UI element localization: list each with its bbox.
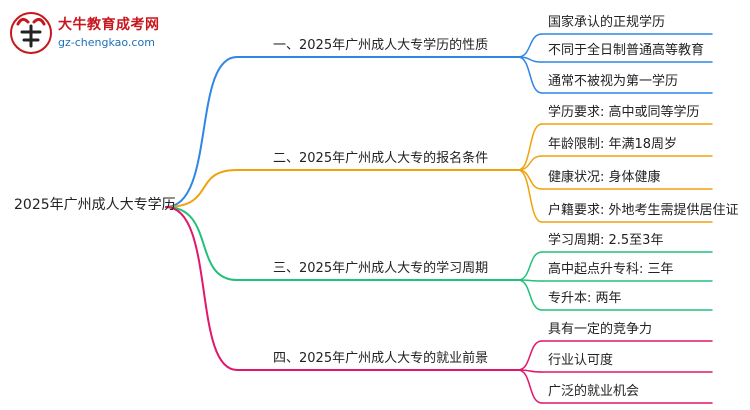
branch-link [165, 206, 238, 371]
child-link [517, 169, 543, 190]
leaf-node: 高中起点升专科: 三年 [548, 262, 674, 277]
site-logo: 大牛教育成考网 gz-chengkao.com [8, 10, 160, 56]
logo-ox-icon [10, 12, 52, 54]
leaf-node: 年龄限制: 年满18周岁 [548, 137, 678, 152]
child-link [517, 340, 543, 371]
child-link [517, 33, 543, 58]
leaf-node: 学习周期: 2.5至3年 [548, 233, 664, 248]
leaf-node: 不同于全日制普通高等教育 [548, 43, 705, 58]
leaf-node: 户籍要求: 外地考生需提供居住证 [548, 203, 739, 218]
child-link [517, 123, 543, 171]
logo-url: gz-chengkao.com [58, 36, 155, 49]
branch-link [165, 169, 238, 208]
child-link [517, 56, 543, 94]
branch-link [165, 206, 238, 281]
leaf-node: 健康状况: 身体健康 [548, 170, 661, 185]
logo-title: 大牛教育成考网 [58, 17, 160, 33]
leaf-node: 具有一定的竞争力 [548, 322, 653, 337]
leaf-node: 通常不被视为第一学历 [548, 74, 679, 89]
branch-node: 一、2025年广州成人大专学历的性质 [273, 38, 489, 53]
leaf-node: 专升本: 两年 [548, 291, 622, 306]
root-node: 2025年广州成人大专学历 [14, 197, 176, 213]
branch-link [165, 56, 238, 208]
leaf-node: 国家承认的正规学历 [548, 15, 666, 30]
branch-node: 四、2025年广州成人大专的就业前景 [273, 351, 489, 366]
branch-node: 三、2025年广州成人大专的学习周期 [273, 261, 489, 276]
child-link [517, 369, 543, 404]
leaf-node: 广泛的就业机会 [548, 384, 640, 399]
child-link [517, 169, 543, 223]
branch-node: 二、2025年广州成人大专的报名条件 [273, 151, 489, 166]
child-link [517, 251, 543, 281]
leaf-node: 行业认可度 [548, 353, 614, 368]
child-link [517, 279, 543, 311]
leaf-node: 学历要求: 高中或同等学历 [548, 105, 700, 120]
